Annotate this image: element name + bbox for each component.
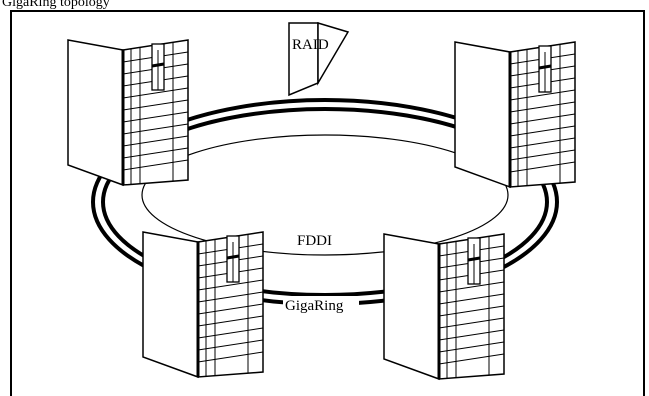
server-bottom-right: [384, 234, 504, 379]
gigaring-label: GigaRing: [285, 298, 344, 314]
fddi-label: FDDI: [297, 233, 332, 249]
raid-unit: [289, 23, 348, 95]
server-bottom-left: [143, 232, 263, 377]
server-top-right: [455, 42, 575, 187]
server-top-left: [68, 40, 188, 185]
raid-label: RAID: [292, 37, 329, 53]
